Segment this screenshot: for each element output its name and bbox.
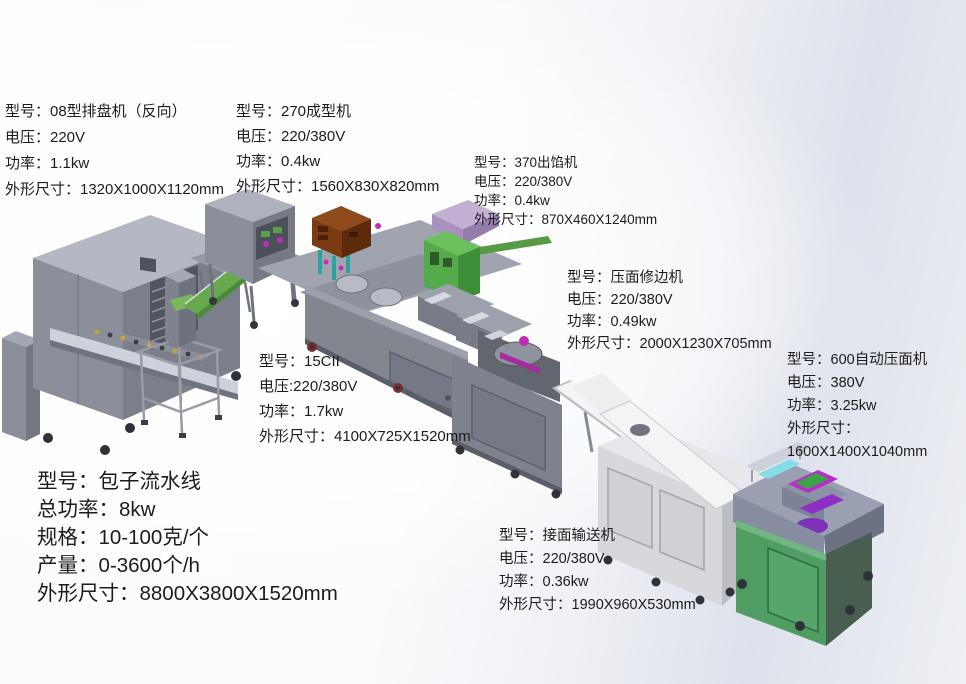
spec-line-dimensions: 外形尺寸：2000X1230X705mm (567, 336, 772, 352)
spec-line-voltage: 电压：220/380V (474, 174, 573, 189)
spec-block-08-tray-arranger: 型号：08型排盘机（反向） 电压：220V 功率：1.1kw 外形尺寸：1320… (5, 99, 224, 203)
spec-line-model: 型号：600自动压面机 (787, 352, 928, 368)
spec-line-voltage: 电压：220/380V (567, 292, 673, 308)
spec-line-model: 型号：08型排盘机（反向） (5, 103, 187, 120)
spec-line-voltage: 电压：220/380V (236, 128, 346, 145)
spec-line-dimensions-value: 1600X1400X1040mm (787, 444, 928, 460)
spec-line-power: 功率：0.4kw (236, 153, 321, 170)
auto-dough-press-600 (733, 442, 884, 646)
spec-line-dimensions: 外形尺寸：4100X725X1520mm (259, 428, 471, 445)
spec-block-connecting-conveyor: 型号：接面输送机 电压：220/380V 功率：0.36kw 外形尺寸：1990… (499, 525, 696, 617)
spec-line-power: 功率：1.7kw (259, 403, 344, 420)
spec-line-dimensions: 外形尺寸：1320X1000X1120mm (5, 181, 224, 198)
spec-line-dimensions: 外形尺寸：1990X960X530mm (499, 597, 696, 613)
spec-line-power: 功率：0.49kw (567, 314, 657, 330)
spec-line-dimensions: 外形尺寸：1560X830X820mm (236, 178, 440, 195)
spec-line-dimensions: 外形尺寸：8800X3800X1520mm (37, 582, 338, 605)
spec-block-370-filling-machine: 型号：370出馅机 电压：220/380V 功率：0.4kw 外形尺寸：870X… (474, 153, 657, 229)
spec-line-model: 型号：270成型机 (236, 103, 352, 120)
spec-line-power: 功率：0.36kw (499, 574, 589, 590)
spec-line-power: 功率：0.4kw (474, 193, 550, 208)
spec-line-output: 产量：0-3600个/h (37, 554, 200, 577)
spec-block-15cii: 型号：15CII 电压:220/380V 功率：1.7kw 外形尺寸：4100X… (259, 349, 471, 449)
spec-line-model: 型号：接面输送机 (499, 528, 615, 544)
spec-line-voltage: 电压：220/380V (499, 551, 605, 567)
spec-line-model: 型号：压面修边机 (567, 270, 683, 286)
spec-line-model: 型号：15CII (259, 353, 340, 370)
spec-line-model: 型号：370出馅机 (474, 155, 578, 170)
cooling-rack-table (134, 336, 225, 438)
spec-line-power: 功率：1.1kw (5, 155, 90, 172)
spec-block-270-forming-machine: 型号：270成型机 电压：220/380V 功率：0.4kw 外形尺寸：1560… (236, 99, 439, 199)
spec-line-dimensions: 外形尺寸：870X460X1240mm (474, 212, 658, 227)
spec-line-voltage: 电压:220/380V (259, 378, 358, 395)
spec-line-spec-range: 规格：10-100克/个 (37, 526, 210, 549)
electrical-box-brown (312, 206, 371, 280)
tray-arranging-machine-08 (2, 215, 241, 455)
spec-line-power: 功率：3.25kw (787, 398, 877, 414)
spec-block-baozi-production-line: 型号：包子流水线 总功率：8kw 规格：10-100克/个 产量：0-3600个… (37, 468, 338, 608)
spec-line-voltage: 电压：380V (787, 375, 865, 391)
spec-block-press-trimming-machine: 型号：压面修边机 电压：220/380V 功率：0.49kw 外形尺寸：2000… (567, 267, 772, 355)
spec-line-voltage: 电压：220V (5, 129, 86, 146)
spec-line-model: 型号：包子流水线 (37, 470, 201, 493)
spec-block-600-auto-dough-press: 型号：600自动压面机 电压：380V 功率：3.25kw 外形尺寸： 1600… (787, 349, 927, 464)
spec-line-dimensions-label: 外形尺寸： (787, 421, 860, 437)
press-trimming-machine (418, 284, 562, 499)
filling-machine-370 (424, 200, 499, 302)
spec-line-total-power: 总功率：8kw (37, 498, 156, 521)
